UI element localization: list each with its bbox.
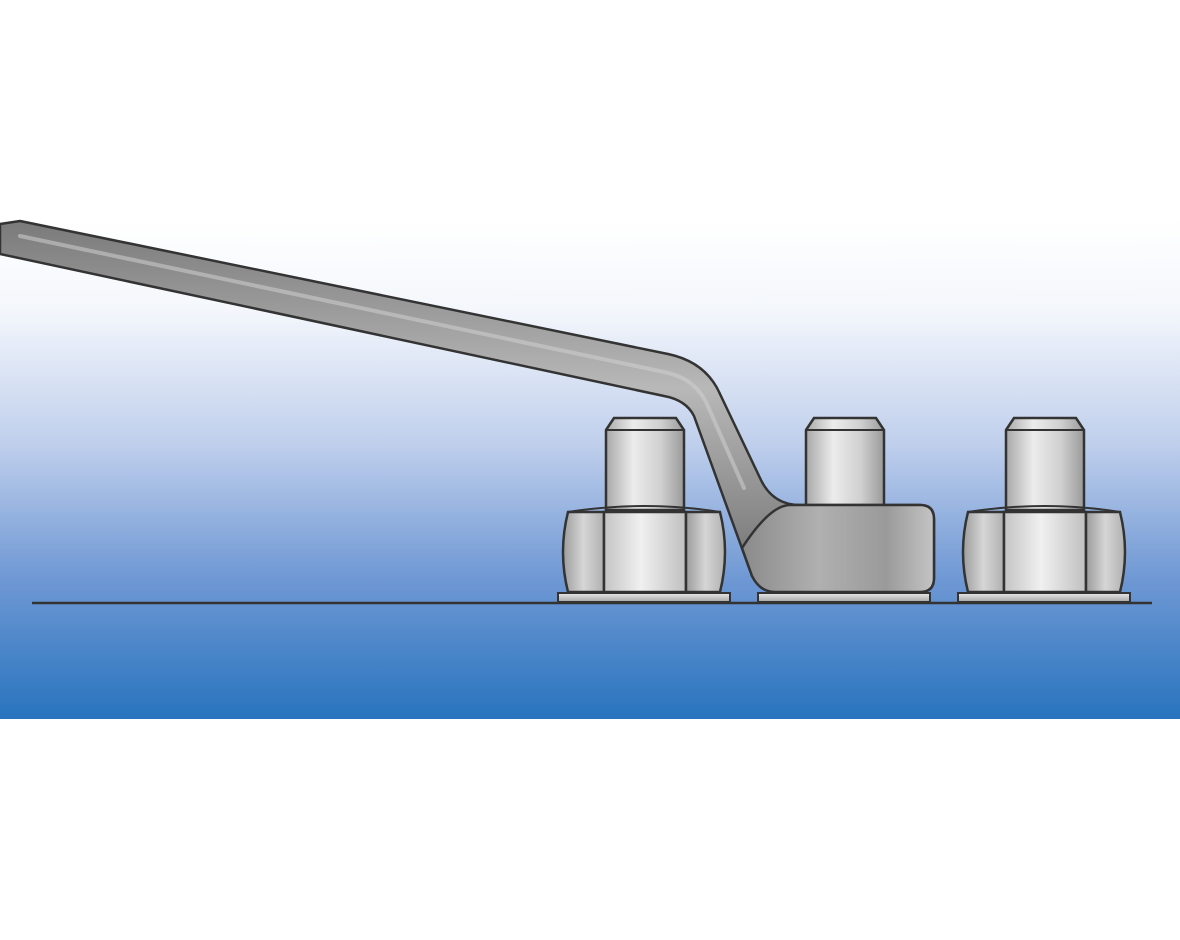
bolt-stud-right — [1004, 416, 1086, 512]
nut-bolt-left — [557, 416, 731, 603]
bolt-stud-left — [604, 416, 686, 512]
washer-center — [757, 592, 931, 603]
wrench-box-head — [740, 503, 936, 594]
bolt-stud-center — [804, 416, 886, 512]
background-band — [0, 219, 1180, 719]
nut-bolt-right — [957, 416, 1131, 603]
washer-left — [557, 592, 731, 603]
hex-nut-icon — [561, 510, 606, 594]
hex-nut-icon — [961, 510, 1006, 594]
offset-box-wrench-icon — [0, 219, 936, 594]
washer-right — [957, 592, 1131, 603]
